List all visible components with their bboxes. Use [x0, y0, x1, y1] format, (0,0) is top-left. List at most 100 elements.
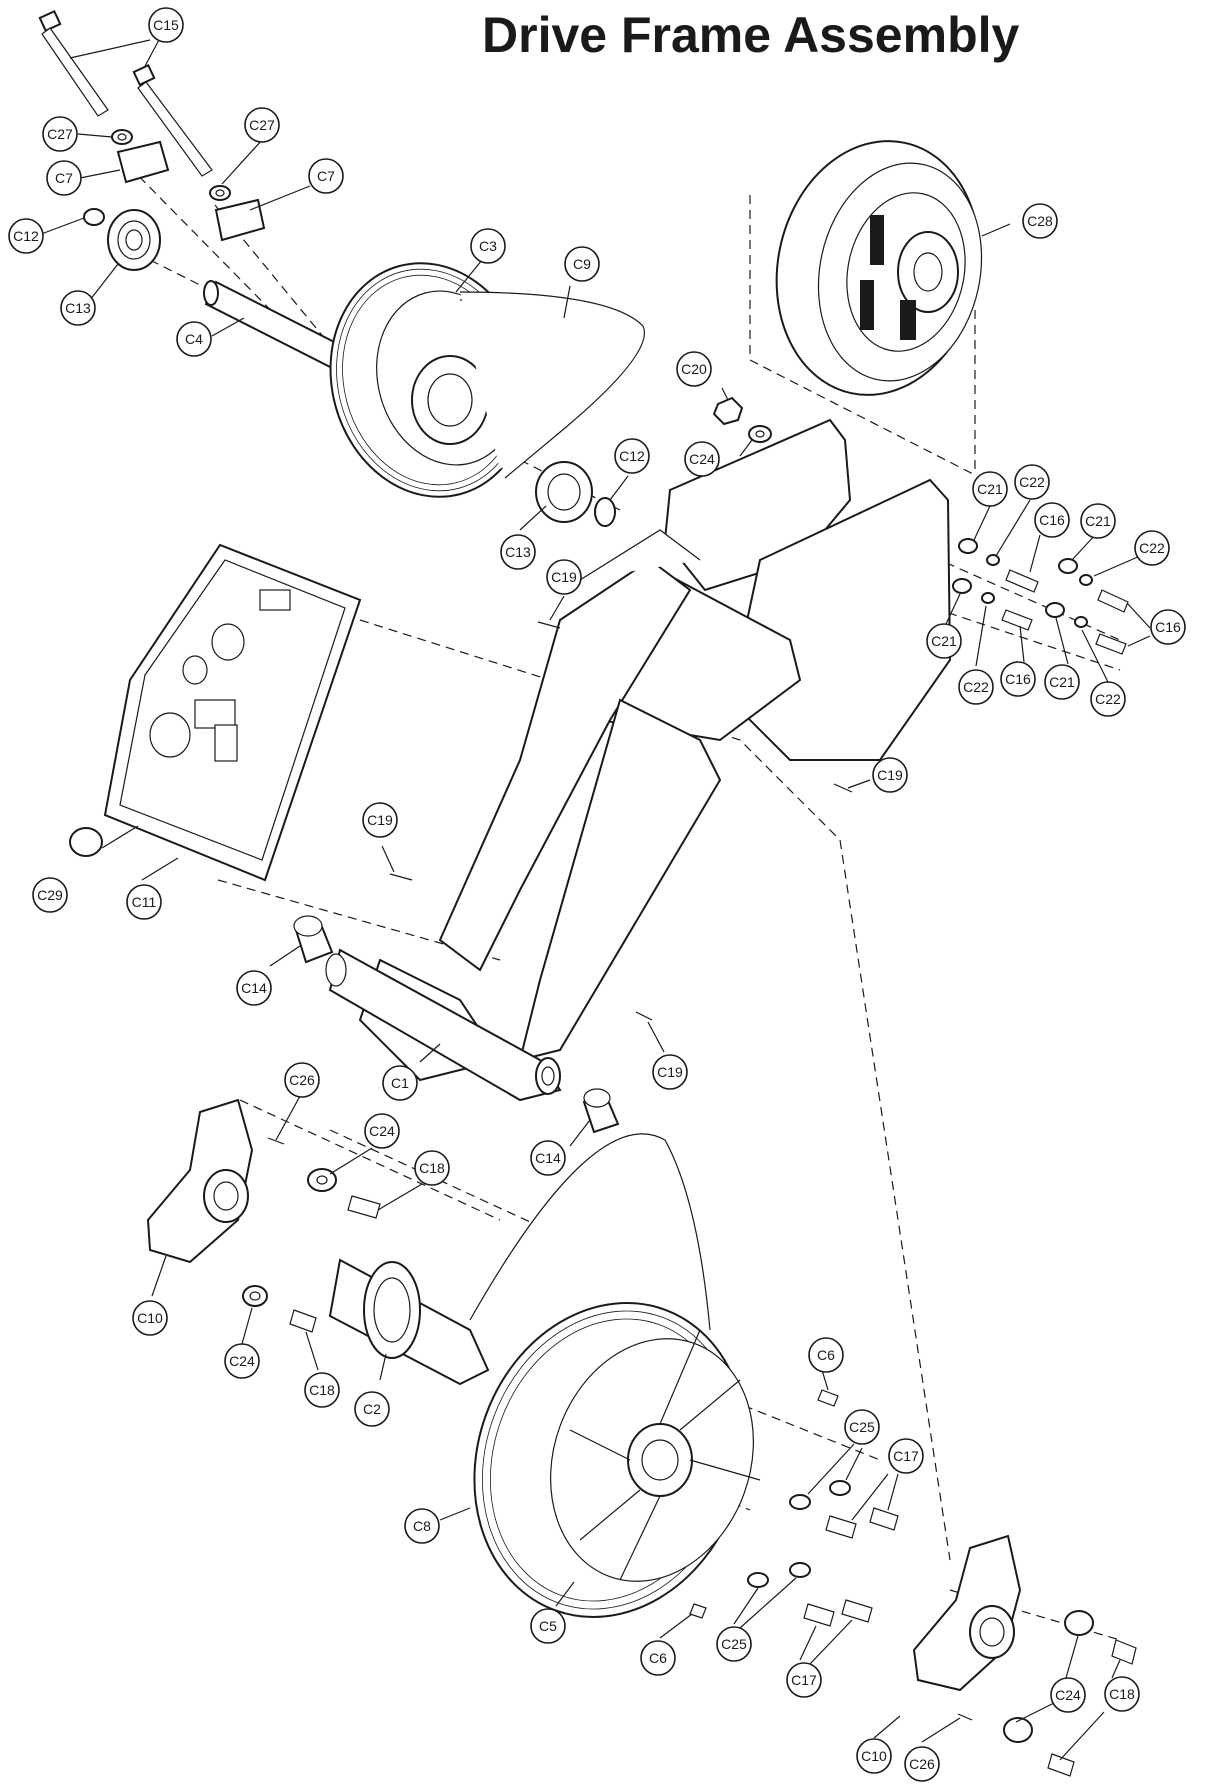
- callout-circle: [684, 441, 720, 477]
- callout-circle: [1050, 1677, 1086, 1713]
- callout-c25a: C25: [844, 1409, 880, 1445]
- callout-c16c: C16: [1000, 661, 1036, 697]
- callout-circle: [126, 884, 162, 920]
- callout-circle: [808, 1337, 844, 1373]
- bearing-part-top: [83, 208, 161, 271]
- callout-circle: [362, 802, 398, 838]
- bushing-part: [293, 915, 620, 1134]
- callout-label: C6: [649, 1650, 667, 1666]
- callout-label: C19: [367, 812, 393, 828]
- callout-c21a: C21: [972, 471, 1008, 507]
- callout-circle: [382, 1065, 418, 1101]
- callout-c26b: C26: [904, 1746, 940, 1782]
- callout-circle: [1104, 1676, 1140, 1712]
- callout-label: C3: [479, 238, 497, 254]
- callout-circle: [1134, 530, 1170, 566]
- callout-c14a: C14: [236, 970, 272, 1006]
- callout-label: C18: [1109, 1686, 1135, 1702]
- callout-circle: [354, 1391, 390, 1427]
- callout-c27b: C27: [244, 107, 280, 143]
- callout-c17a: C17: [888, 1438, 924, 1474]
- callout-circle: [856, 1738, 892, 1774]
- wheel-part: [775, 140, 983, 396]
- controller-board-part: [103, 543, 362, 882]
- callout-label: C29: [37, 887, 63, 903]
- callout-circle: [132, 1300, 168, 1336]
- callout-c29: C29: [32, 877, 68, 913]
- callout-label: C24: [229, 1353, 255, 1369]
- callout-circle: [530, 1140, 566, 1176]
- callout-label: C14: [241, 980, 267, 996]
- callout-circle: [786, 1662, 822, 1698]
- callout-c5: C5: [530, 1608, 566, 1644]
- long-bolt-part: [38, 9, 213, 177]
- callout-label: C18: [419, 1160, 445, 1176]
- callout-label: C25: [721, 1636, 747, 1652]
- callout-c13b: C13: [500, 534, 536, 570]
- callout-circle: [470, 228, 506, 264]
- callout-label: C21: [931, 633, 957, 649]
- axle-hub-part: [328, 1258, 490, 1386]
- callout-c28: C28: [1022, 203, 1058, 239]
- callout-circle: [364, 1113, 400, 1149]
- callout-label: C13: [505, 544, 531, 560]
- callout-c13a: C13: [60, 290, 96, 326]
- callout-label: C11: [132, 894, 157, 910]
- callout-label: C16: [1039, 512, 1065, 528]
- callout-circle: [32, 877, 68, 913]
- callout-label: C9: [573, 256, 591, 272]
- callout-c6b: C6: [640, 1640, 676, 1676]
- cap-part: [69, 827, 103, 857]
- callout-circle: [972, 471, 1008, 507]
- callout-c15: C15: [148, 7, 184, 43]
- callout-c19d: C19: [652, 1054, 688, 1090]
- callout-circle: [244, 107, 280, 143]
- callout-label: C19: [551, 569, 577, 585]
- callout-c22a: C22: [1014, 464, 1050, 500]
- callout-label: C27: [249, 117, 275, 133]
- callout-c21d: C21: [1044, 664, 1080, 700]
- callout-circle: [676, 351, 712, 387]
- callout-label: C21: [1085, 513, 1111, 529]
- callout-label: C22: [1095, 691, 1121, 707]
- callout-c11: C11: [126, 884, 162, 920]
- callout-circle: [1000, 661, 1036, 697]
- callout-circle: [1034, 502, 1070, 538]
- callout-label: C2: [363, 1401, 381, 1417]
- small-pin-parts: [389, 621, 853, 1021]
- callout-c7b: C7: [308, 158, 344, 194]
- callout-circle: [236, 970, 272, 1006]
- callout-circle: [844, 1409, 880, 1445]
- clamp-parts: [111, 129, 266, 242]
- page-title: Drive Frame Assembly: [482, 7, 1020, 63]
- callout-c10a: C10: [132, 1300, 168, 1336]
- callout-c22c: C22: [958, 669, 994, 705]
- callout-c16a: C16: [1034, 502, 1070, 538]
- callout-circle: [284, 1062, 320, 1098]
- callout-circle: [46, 160, 82, 196]
- callout-circle: [8, 218, 44, 254]
- callout-c25b: C25: [716, 1626, 752, 1662]
- callout-label: C10: [861, 1748, 887, 1764]
- callout-label: C15: [153, 17, 179, 33]
- callout-circle: [1090, 681, 1126, 717]
- callout-c18c: C18: [1104, 1676, 1140, 1712]
- callout-label: C28: [1027, 213, 1053, 229]
- callout-label: C22: [963, 679, 989, 695]
- callout-circle: [564, 246, 600, 282]
- callout-c24d: C24: [1050, 1677, 1086, 1713]
- callout-circle: [530, 1608, 566, 1644]
- callout-c7a: C7: [46, 160, 82, 196]
- callout-circle: [60, 290, 96, 326]
- callout-label: C13: [65, 300, 91, 316]
- callout-label: C20: [681, 361, 707, 377]
- callout-circle: [308, 158, 344, 194]
- callout-label: C4: [185, 331, 203, 347]
- callout-circle: [1044, 664, 1080, 700]
- callout-circle: [1080, 503, 1116, 539]
- callout-c21b: C21: [1080, 503, 1116, 539]
- callout-label: C24: [369, 1123, 395, 1139]
- callout-circle: [872, 757, 908, 793]
- callout-label: C25: [849, 1419, 875, 1435]
- large-pulley-part: [469, 1133, 761, 1618]
